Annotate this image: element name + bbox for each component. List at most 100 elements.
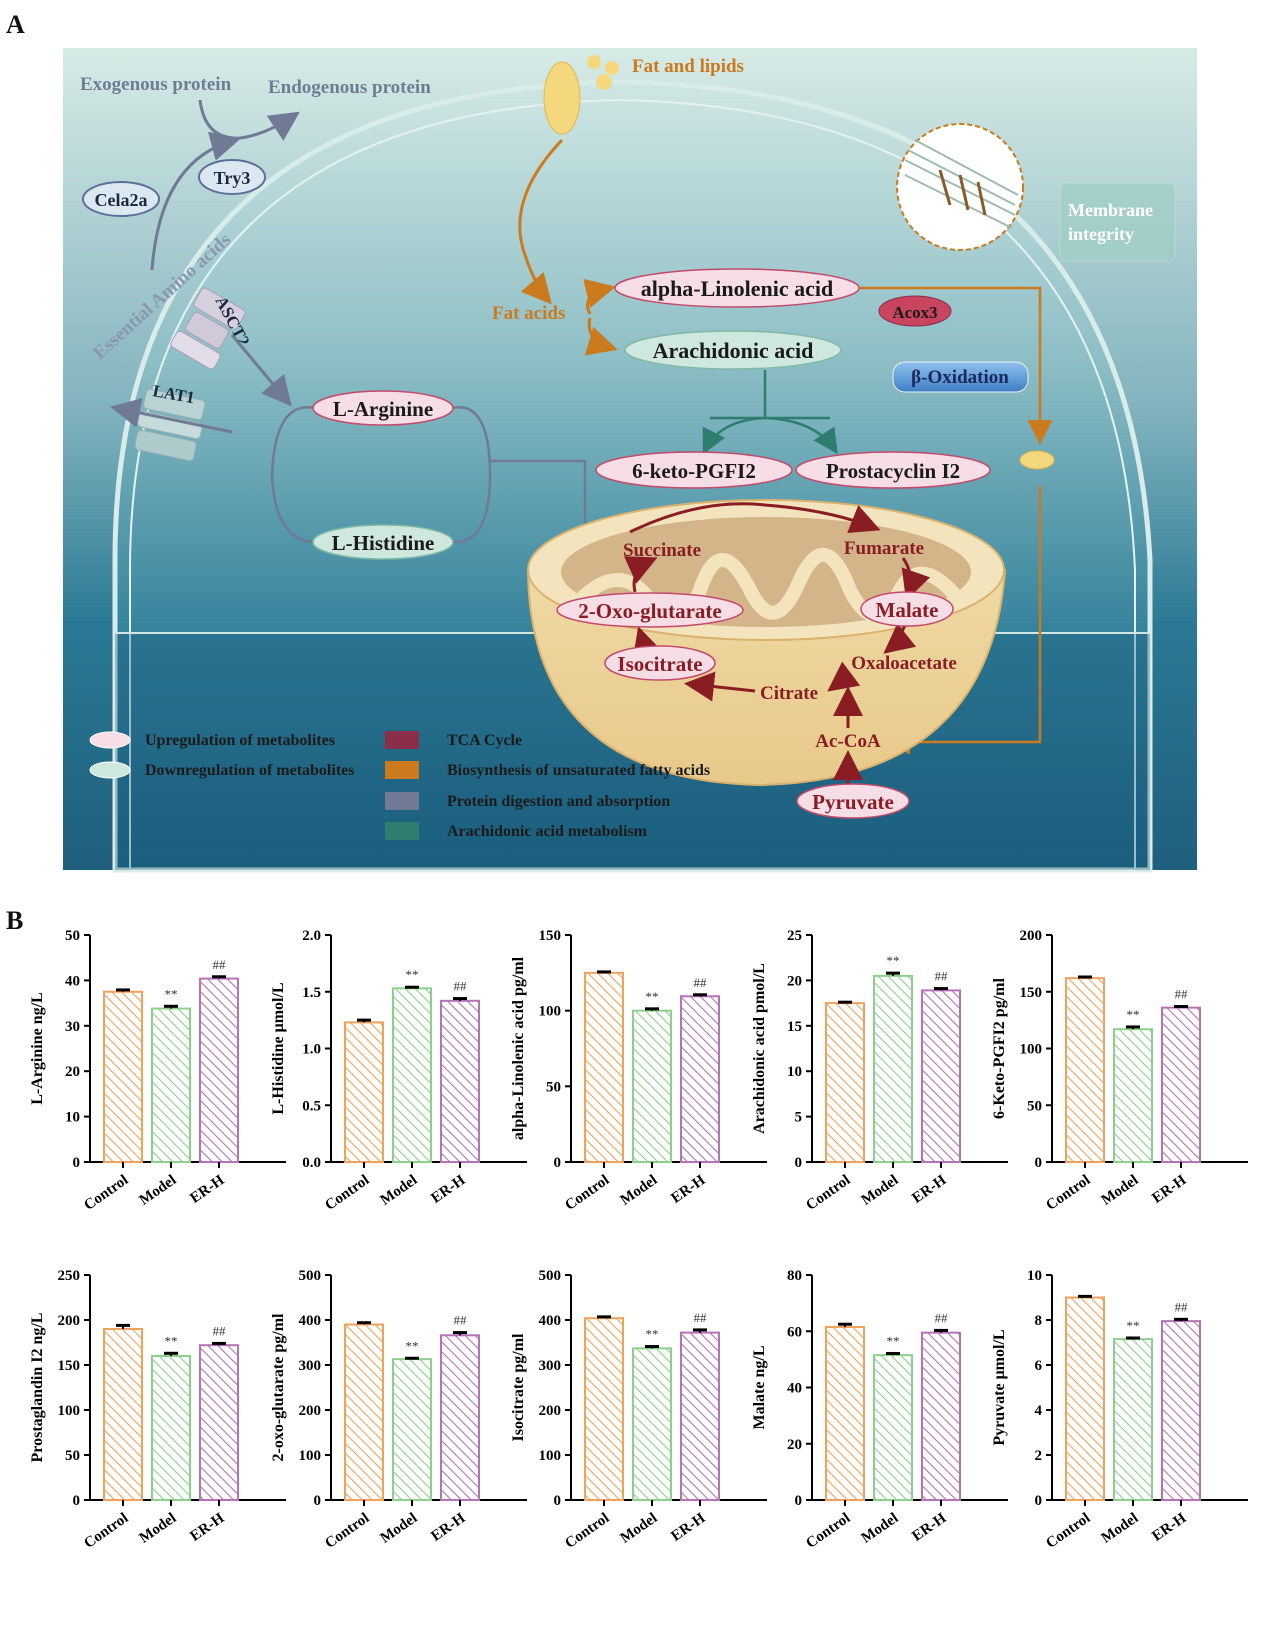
- bar-model: [151, 1355, 191, 1501]
- y-axis-label: 6-Keto-PGFI2 pg/ml: [991, 978, 1008, 1119]
- metabolic-pathway-diagram: Exogenous protein Endogenous protein Cel…: [63, 48, 1197, 873]
- significance-mark: ##: [694, 1310, 708, 1325]
- y-tick-label: 8: [1035, 1313, 1043, 1329]
- legend-label: TCA Cycle: [447, 732, 522, 749]
- bar-model: [632, 1009, 672, 1164]
- y-tick-label: 100: [299, 1448, 322, 1464]
- y-tick-label: 100: [1020, 1042, 1043, 1058]
- legend-label: Biosynthesis of unsaturated fatty acids: [447, 762, 710, 779]
- y-tick-label: 30: [65, 1019, 80, 1035]
- oxoglutarate-node: [556, 592, 744, 628]
- pathway-legend: Upregulation of metabolitesDownregulatio…: [89, 731, 710, 840]
- y-tick-label: 150: [58, 1358, 81, 1374]
- bar-model: [873, 1354, 913, 1501]
- endogenous-protein-label: Endogenous protein: [268, 77, 431, 98]
- y-tick-label: 0: [1035, 1493, 1043, 1509]
- y-tick-label: 150: [539, 928, 562, 944]
- l-histidine-node: [312, 524, 454, 560]
- x-tick-label: ER-H: [1149, 1172, 1189, 1207]
- beta-oxidation-badge: [892, 361, 1029, 393]
- bar-er-h: [1161, 1320, 1201, 1501]
- fat-and-lipids-label: Fat and lipids: [632, 56, 744, 77]
- y-tick-label: 25: [787, 928, 802, 944]
- svg-text:Arachidonic acid: Arachidonic acid: [653, 338, 814, 363]
- y-tick-label: 200: [539, 1403, 562, 1419]
- legend-swatch: [89, 731, 131, 749]
- bar-er-h: [680, 1331, 720, 1501]
- bar-control: [103, 1328, 143, 1501]
- y-tick-label: 5: [795, 1110, 803, 1126]
- x-tick-label: ER-H: [668, 1510, 708, 1545]
- y-tick-label: 0: [73, 1493, 81, 1509]
- panel-label-a: A: [6, 10, 25, 39]
- y-tick-label: 500: [299, 1268, 322, 1284]
- significance-mark: **: [1127, 1007, 1140, 1022]
- svg-text:β-Oxidation: β-Oxidation: [911, 367, 1009, 388]
- y-axis-label: Malate ng/L: [751, 1346, 768, 1430]
- x-tick-label: Control: [81, 1510, 131, 1552]
- y-tick-label: 15: [787, 1019, 802, 1035]
- y-tick-label: 10: [1027, 1268, 1042, 1284]
- y-tick-label: 1.0: [302, 1042, 321, 1058]
- y-tick-label: 2: [1035, 1448, 1043, 1464]
- lipid-droplet-icon: [543, 61, 581, 135]
- fumarate-label: Fumarate: [844, 538, 924, 559]
- bar-model: [1113, 1338, 1153, 1501]
- bar-er-h: [440, 999, 480, 1164]
- y-tick-label: 0.0: [302, 1155, 321, 1171]
- y-tick-label: 0: [554, 1155, 562, 1171]
- bar-er-h: [680, 995, 720, 1163]
- x-tick-label: ER-H: [428, 1510, 468, 1545]
- y-tick-label: 1.5: [302, 985, 321, 1001]
- y-tick-label: 500: [539, 1268, 562, 1284]
- svg-text:Malate: Malate: [876, 598, 939, 622]
- x-tick-label: Model: [378, 1510, 421, 1547]
- y-tick-label: 0: [795, 1493, 803, 1509]
- legend-swatch: [385, 792, 419, 810]
- bar-chart-2: 0.00.51.01.52.0L-Histidine μmol/LControl…: [270, 928, 527, 1214]
- significance-mark: **: [165, 1333, 178, 1348]
- x-tick-label: Control: [322, 1510, 372, 1552]
- svg-text:Cela2a: Cela2a: [95, 190, 148, 210]
- y-tick-label: 200: [1020, 928, 1043, 944]
- x-tick-label: ER-H: [909, 1172, 949, 1207]
- l-arginine-node: [312, 390, 454, 426]
- svg-text:L-Arginine: L-Arginine: [333, 397, 433, 421]
- svg-text:Prostacyclin I2: Prostacyclin I2: [826, 459, 960, 483]
- svg-text:Try3: Try3: [214, 168, 251, 188]
- y-axis-label: L-Arginine ng/L: [29, 992, 46, 1104]
- significance-mark: **: [887, 953, 900, 968]
- bar-model: [1113, 1028, 1153, 1163]
- bar-control: [344, 1021, 384, 1164]
- x-tick-label: ER-H: [428, 1172, 468, 1207]
- significance-mark: **: [1127, 1318, 1140, 1333]
- y-axis-label: Arachidonic acid pmol/L: [751, 963, 768, 1134]
- y-tick-label: 50: [1027, 1098, 1042, 1114]
- significance-mark: ##: [454, 1313, 468, 1328]
- y-tick-label: 40: [787, 1381, 802, 1397]
- y-tick-label: 0.5: [302, 1098, 321, 1114]
- y-tick-label: 100: [58, 1403, 81, 1419]
- x-tick-label: ER-H: [909, 1510, 949, 1545]
- citrate-label: Citrate: [760, 683, 818, 704]
- significance-mark: **: [406, 1338, 419, 1353]
- y-tick-label: 100: [539, 1448, 562, 1464]
- x-tick-label: Control: [1043, 1510, 1093, 1552]
- y-tick-label: 20: [787, 1437, 802, 1453]
- significance-mark: ##: [213, 957, 227, 972]
- y-tick-label: 0: [1035, 1155, 1043, 1171]
- y-tick-label: 10: [787, 1064, 802, 1080]
- bar-er-h: [1161, 1006, 1201, 1164]
- x-tick-label: Model: [859, 1510, 902, 1547]
- x-tick-label: Model: [859, 1172, 902, 1209]
- svg-text:alpha-Linolenic acid: alpha-Linolenic acid: [641, 276, 834, 301]
- svg-text:L-Histidine: L-Histidine: [332, 531, 435, 555]
- svg-text:6-keto-PGFI2: 6-keto-PGFI2: [632, 459, 756, 483]
- y-tick-label: 50: [65, 1448, 80, 1464]
